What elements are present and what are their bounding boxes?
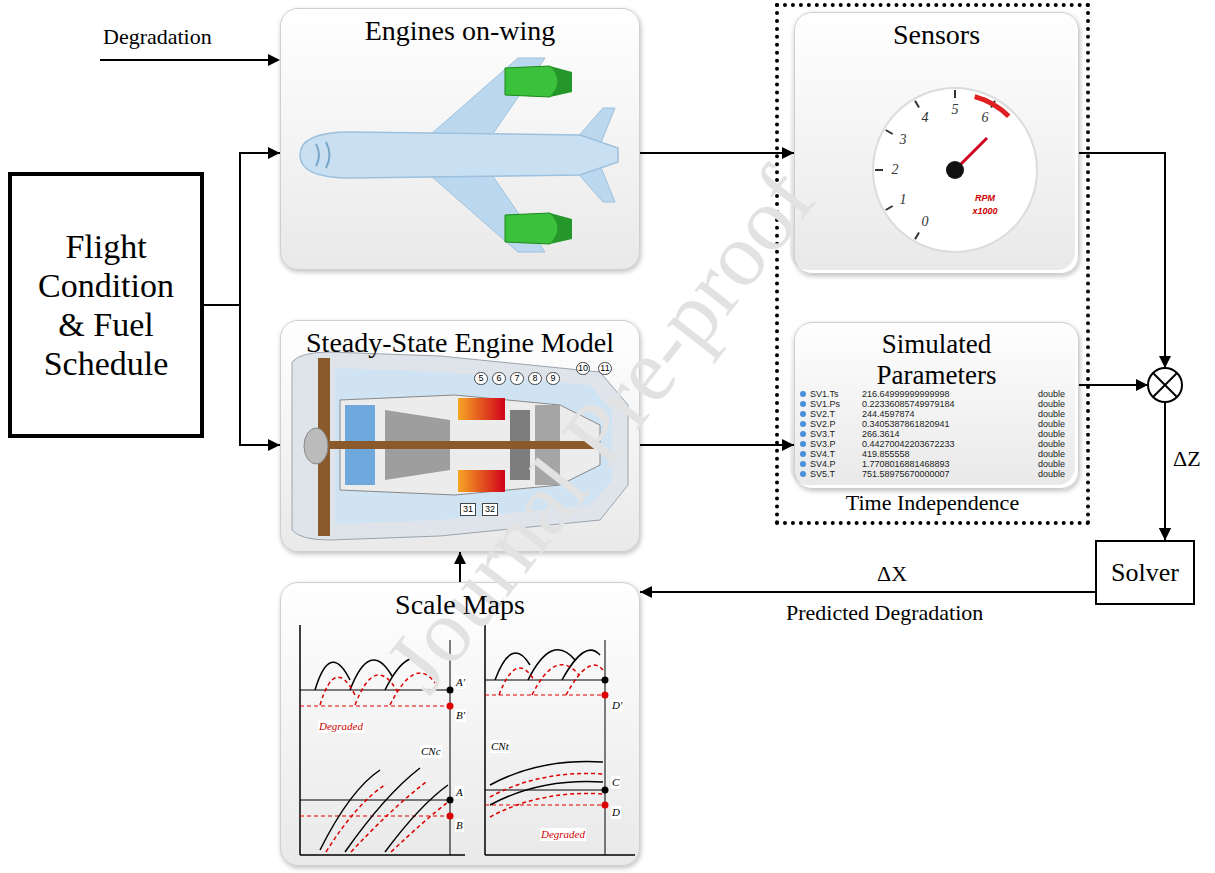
connector-arrow xyxy=(204,153,280,305)
connector-arrow xyxy=(1079,153,1165,540)
label-text: 10 xyxy=(576,362,590,375)
input-box: Flight Condition & Fuel Schedule xyxy=(8,172,204,438)
connector-arrow xyxy=(204,305,280,445)
label-text: RPM xyxy=(975,194,995,203)
label-text: CNc xyxy=(420,745,442,758)
label-text: 6 xyxy=(981,110,990,126)
label-text: A' xyxy=(455,676,466,689)
label-text: D' xyxy=(611,699,623,712)
table-cell: SV4.T xyxy=(810,449,835,459)
table-cell: double xyxy=(1038,429,1065,439)
table-cell: double xyxy=(1038,419,1065,429)
table-cell: SV2.T xyxy=(810,409,835,419)
table-cell: 1.7708016881468893 xyxy=(862,459,950,469)
label-text: 32 xyxy=(482,503,498,516)
label-text: 8 xyxy=(528,372,542,385)
label-text: B' xyxy=(455,709,466,722)
connector-arrow xyxy=(1079,385,1165,540)
label-text: 9 xyxy=(546,372,560,385)
table-cell: SV3.P xyxy=(810,439,836,449)
label-text: 11 xyxy=(598,362,612,375)
table-cell: SV1.Ts xyxy=(810,389,839,399)
label-text: 4 xyxy=(921,110,930,126)
node-title: Engines on-wing xyxy=(365,15,556,47)
table-cell: SV3.T xyxy=(810,429,835,439)
label-text: 2 xyxy=(891,162,900,178)
gauge-icon xyxy=(873,88,1037,252)
node-title: Simulated Parameters xyxy=(849,329,1024,391)
table-cell: double xyxy=(1038,459,1065,469)
table-cell: 266.3614 xyxy=(862,429,900,439)
connector-arrow xyxy=(640,152,794,154)
label-text: Predicted Degradation xyxy=(786,600,983,625)
table-cell: 0.44270042203672233 xyxy=(862,439,955,449)
table-cell: double xyxy=(1038,409,1065,419)
table-cell: SV4.P xyxy=(810,459,836,469)
solver-box: Solver xyxy=(1095,540,1195,605)
connector-arrow xyxy=(640,591,1095,593)
label-text: 7 xyxy=(510,372,524,385)
node-title: Scale Maps xyxy=(395,589,525,621)
panel-ground xyxy=(790,8,1075,270)
edge-label: ΔX xyxy=(877,561,907,586)
label-text: B xyxy=(455,819,464,832)
sensor-panel: Sensors xyxy=(794,12,1079,274)
edge-label: ΔZ xyxy=(1173,446,1201,471)
label-text: Degraded xyxy=(318,720,364,733)
table-cell: 244.4597874 xyxy=(862,409,915,419)
label-text: x1000 xyxy=(972,207,997,216)
table-cell: double xyxy=(1038,469,1065,479)
label-text: Degraded xyxy=(540,828,586,841)
node-title: Solver xyxy=(1111,558,1179,588)
node-title: Steady-State Engine Model xyxy=(306,327,614,359)
label-text: A xyxy=(455,786,464,799)
table-cell: double xyxy=(1038,449,1065,459)
table-cell: 0.22336085749979184 xyxy=(862,399,955,409)
panel-ground xyxy=(280,8,640,270)
table-cell: double xyxy=(1038,439,1065,449)
label-text: D xyxy=(611,806,621,819)
node-title: Time Independence xyxy=(846,490,1019,515)
label-text: 0 xyxy=(921,214,930,230)
table-cell: SV2.P xyxy=(810,419,836,429)
label-text: C xyxy=(611,776,620,789)
node-title: Sensors xyxy=(893,19,980,51)
input-arrow xyxy=(100,54,280,66)
table-cell: double xyxy=(1038,399,1065,409)
label-text: 31 xyxy=(460,503,476,516)
watermark: Journal Pre-proof xyxy=(370,153,830,707)
label-text: CNt xyxy=(490,740,510,753)
label-text: 6 xyxy=(492,372,506,385)
airplane-icon xyxy=(300,58,618,252)
table-cell: double xyxy=(1038,389,1065,399)
label-text: 3 xyxy=(899,132,908,148)
table-cell: 419.855558 xyxy=(862,449,910,459)
engine-panel: Engines on-wing xyxy=(280,8,640,270)
label-text: 5 xyxy=(474,372,488,385)
label-text: 5 xyxy=(951,102,960,118)
table-cell: SV5.T xyxy=(810,469,835,479)
table-cell: 751.58975670000007 xyxy=(862,469,950,479)
table-icons xyxy=(800,391,806,477)
label-text: 1 xyxy=(899,192,908,208)
summing-junction xyxy=(1136,356,1182,402)
table-cell: 0.3405387861820941 xyxy=(862,419,950,429)
panel-ground xyxy=(790,318,1075,485)
label-text: Degradation xyxy=(103,24,212,49)
table-cell: 216.64999999999998 xyxy=(862,389,950,399)
node-title: Flight Condition & Fuel Schedule xyxy=(26,227,186,383)
table-cell: SV1.Ps xyxy=(810,399,840,409)
connector-arrow xyxy=(640,444,794,446)
